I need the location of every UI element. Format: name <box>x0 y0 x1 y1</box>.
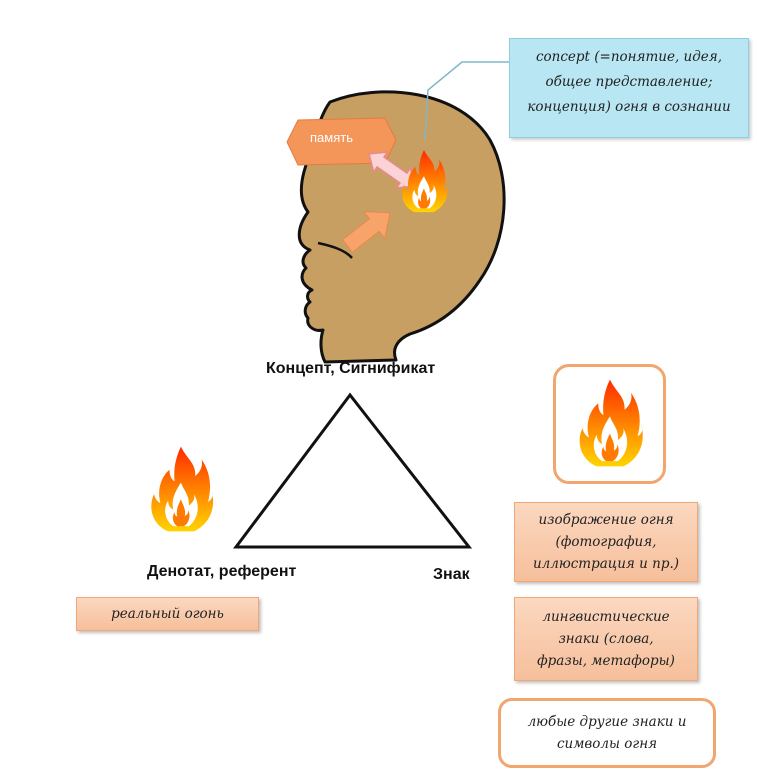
concept-note: concept (=понятие, идея, общее представл… <box>509 38 749 138</box>
concept-note-line: концепция) огня в сознании <box>527 99 731 115</box>
memory-label: память <box>310 130 353 145</box>
image-box: изображение огня (фотография, иллюстраци… <box>514 502 698 582</box>
flame-icon <box>151 446 214 532</box>
denotat-label: Денотат, референт <box>147 563 297 580</box>
arrow-icon <box>341 211 391 254</box>
linguistic-box-line: лингвистические <box>542 609 670 625</box>
concept-note-line: concept (=понятие, идея, <box>535 49 723 65</box>
real-fire-text: реальный огонь <box>111 606 224 622</box>
other-signs-box: любые другие знаки и символы огня <box>498 698 716 768</box>
concept-label: Концепт, Сигнификат <box>266 360 436 377</box>
image-box-line: иллюстрация и пр.) <box>532 556 680 572</box>
linguistic-box: лингвистические знаки (слова, фразы, мет… <box>514 597 698 681</box>
znak-label: Знак <box>433 566 470 583</box>
semiotic-triangle <box>233 392 473 549</box>
linguistic-box-line: фразы, метафоры) <box>537 653 675 669</box>
other-signs-line: любые другие знаки и <box>527 714 687 730</box>
flame-icon <box>579 379 643 467</box>
ear-line <box>317 241 353 259</box>
image-box-line: изображение огня <box>538 512 674 528</box>
concept-note-line: общее представление; <box>545 74 713 90</box>
sign-flame-frame <box>553 364 666 484</box>
image-box-line: (фотография, <box>555 534 657 550</box>
real-fire-box: реальный огонь <box>76 597 259 631</box>
linguistic-box-line: знаки (слова, <box>558 631 654 647</box>
connector-line <box>424 61 509 141</box>
other-signs-line: символы огня <box>556 736 658 752</box>
